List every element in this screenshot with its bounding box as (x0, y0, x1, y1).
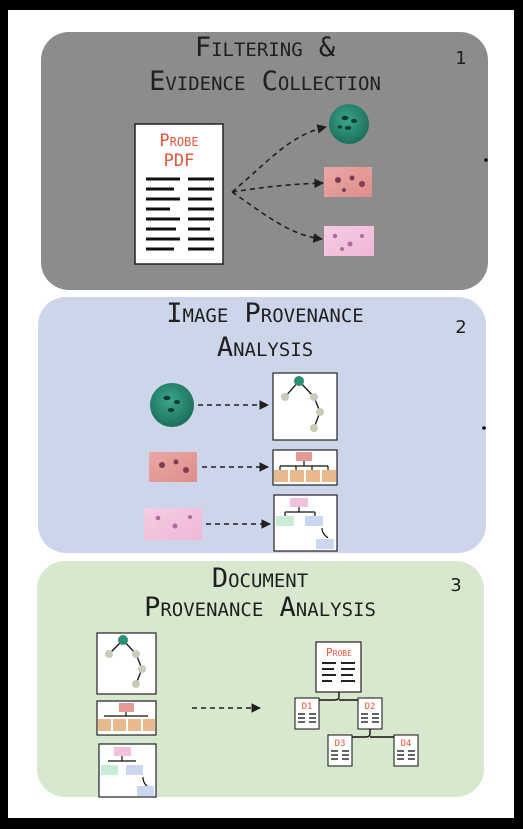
document-node-d2-label: D2 (365, 702, 376, 712)
panel-2-edge-dot (482, 426, 486, 430)
probe-document-node: Probe (315, 641, 362, 693)
panel-document-provenance: Document Provenance Analysis 3 (37, 561, 484, 798)
document-node-d3-label: D3 (335, 739, 346, 749)
panel-image-provenance: Image Provenance Analysis 2 (38, 297, 486, 553)
panel-1-edge-dot (484, 158, 488, 162)
arrow-to-pink-image (231, 191, 323, 243)
input-graph-teal (96, 632, 157, 695)
document-node-d1: D1 (294, 697, 320, 730)
panel-3-title-line2: Provenance Analysis (144, 592, 376, 623)
extracted-pink-image (324, 226, 374, 256)
probe-pdf-text-lines (146, 177, 214, 251)
probe-pdf-document: Probe PDF (134, 123, 224, 265)
pink-provenance-graph (273, 494, 338, 552)
document-node-d4-label: D4 (401, 739, 412, 749)
document-node-d2: D2 (357, 697, 383, 730)
panel-1-title-line2: Evidence Collection (149, 66, 381, 97)
panel-1-title-line1: Filtering & (195, 32, 336, 63)
document-node-d4: D4 (393, 734, 419, 767)
input-graph-pink (98, 743, 157, 798)
extraction-arrows (231, 124, 327, 243)
arrow-to-red-image (231, 178, 324, 193)
panel-2-title-line2: Analysis (217, 332, 313, 363)
panel-2-title-line1: Image Provenance (166, 298, 363, 329)
pink-image-input (144, 508, 202, 540)
red-image-input (149, 452, 197, 482)
probe-pdf-label-line2: PDF (164, 151, 195, 171)
panel-3-title-line1: Document (212, 563, 308, 594)
panel-2-background (38, 297, 486, 553)
red-provenance-graph (272, 449, 338, 486)
teal-provenance-graph (272, 372, 338, 441)
probe-document-label: Probe (326, 646, 352, 659)
panel-3-number: 3 (450, 575, 461, 596)
input-graph-red (96, 700, 157, 736)
teal-image-input (150, 383, 194, 427)
arrow-to-teal-image (231, 124, 327, 193)
panel-2-number: 2 (455, 317, 466, 338)
document-node-d3: D3 (327, 734, 353, 767)
panel-1-number: 1 (455, 48, 466, 69)
document-node-d1-label: D1 (302, 702, 313, 712)
panel-filtering: Filtering & Evidence Collection 1 Probe … (41, 32, 488, 290)
panel-3-background (37, 561, 484, 797)
extracted-teal-image (329, 104, 369, 144)
probe-pdf-label-line1: Probe (159, 131, 198, 151)
extracted-red-image (324, 167, 372, 197)
document-provenance-graph: Probe D1 D2 (294, 641, 419, 767)
